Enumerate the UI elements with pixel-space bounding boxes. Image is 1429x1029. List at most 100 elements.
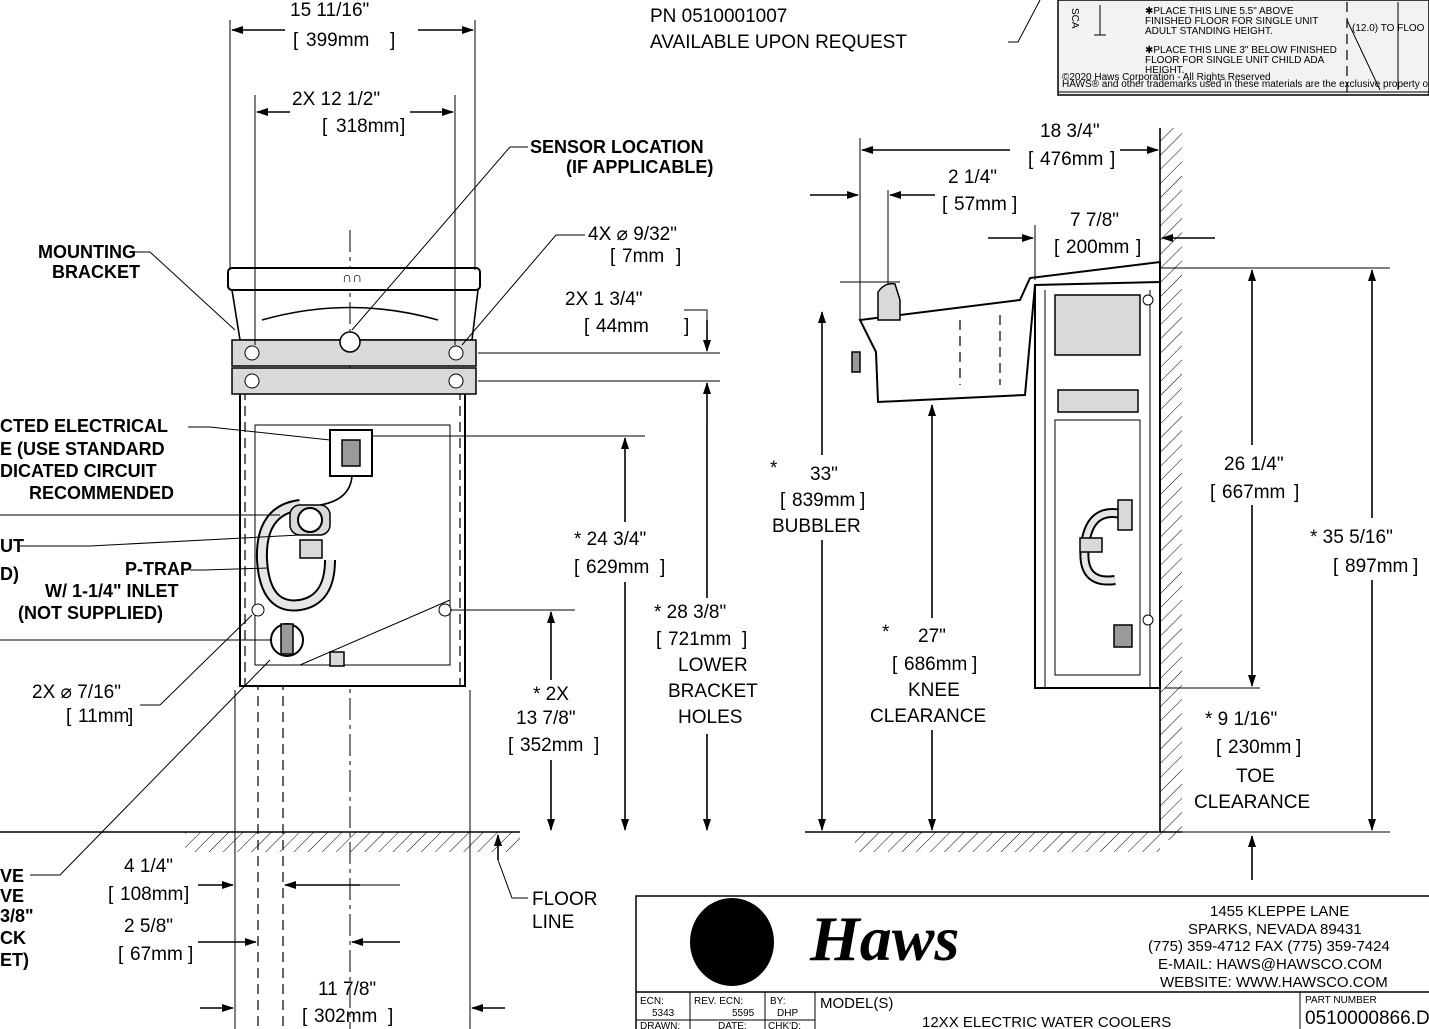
ecn-label: ECN: bbox=[640, 996, 664, 1007]
side-projection-mm: 476mm bbox=[1040, 149, 1103, 170]
front-lower-hole-dia: 2X ⌀ 7/16" bbox=[32, 682, 121, 703]
electrical-callout-4: RECOMMENDED bbox=[29, 483, 174, 503]
svg-text:[: [ bbox=[574, 557, 580, 578]
svg-text:[: [ bbox=[1210, 482, 1216, 503]
front-lower-bracket bbox=[231, 367, 477, 395]
svg-text:[: [ bbox=[656, 629, 662, 650]
floor-line-callout-2: LINE bbox=[532, 912, 574, 933]
front-lower-width: 11 7/8" bbox=[318, 979, 376, 1000]
svg-text:]: ] bbox=[660, 557, 665, 578]
front-lower-bracket: * 28 3/8" bbox=[654, 602, 726, 623]
side-bubbler-offset: 2 1/4" bbox=[948, 167, 997, 188]
svg-text:✱PLACE THIS LINE 3" BELOW FINI: ✱PLACE THIS LINE 3" BELOW FINISHED bbox=[1145, 45, 1337, 56]
svg-text:HEIGHT.: HEIGHT. bbox=[1145, 65, 1184, 76]
svg-text:[: [ bbox=[293, 30, 299, 51]
svg-text:ADULT STANDING HEIGHT.: ADULT STANDING HEIGHT. bbox=[1145, 26, 1273, 37]
template-side-label: SCA bbox=[1069, 8, 1080, 29]
svg-text:]: ] bbox=[184, 884, 189, 905]
side-knee-caption-2: CLEARANCE bbox=[870, 706, 986, 727]
side-toe-caption-1: TOE bbox=[1236, 766, 1275, 787]
front-lower-bracket-mm: 721mm bbox=[668, 629, 731, 650]
side-cabinet-depth-mm: 200mm bbox=[1066, 237, 1129, 258]
outlet-callout-2: D) bbox=[0, 564, 19, 584]
side-toe-caption-2: CLEARANCE bbox=[1194, 792, 1310, 813]
mounting-bracket-callout-2: BRACKET bbox=[52, 262, 140, 282]
ptrap-callout-1: P-TRAP bbox=[125, 559, 192, 579]
svg-text:[: [ bbox=[302, 1006, 308, 1027]
side-bubbler-height-mm: 839mm bbox=[792, 490, 855, 511]
front-mounting-hole: 4X ⌀ 9/32" bbox=[588, 224, 677, 245]
side-toe-clearance: * 9 1/16" bbox=[1205, 709, 1277, 730]
side-floor-hatch bbox=[855, 832, 1160, 852]
svg-text:[: [ bbox=[780, 490, 786, 511]
template-inset: SCA ✱PLACE THIS LINE 5.5" ABOVE FINISHED… bbox=[1057, 0, 1429, 96]
svg-text:[: [ bbox=[610, 246, 616, 267]
front-mounting-hole-mm: 7mm bbox=[622, 246, 664, 267]
rev-ecn-value: 5595 bbox=[732, 1008, 755, 1019]
front-supply-offset-mm: 108mm bbox=[120, 884, 183, 905]
chkd-label: CHK'D: bbox=[768, 1021, 801, 1029]
side-unit-height-mm: 667mm bbox=[1222, 482, 1285, 503]
svg-text:[: [ bbox=[584, 316, 590, 337]
svg-text:]: ] bbox=[128, 706, 133, 727]
ecn-value: 5343 bbox=[652, 1008, 675, 1019]
valve-callout-2: VE bbox=[0, 886, 24, 906]
front-lower-bracket-caption-3: HOLES bbox=[678, 707, 742, 728]
front-lower-holes-1: * 2X bbox=[533, 684, 569, 705]
front-lower-hole-dia-mm: 11mm bbox=[78, 706, 129, 727]
front-overall-width: 15 11/16" bbox=[290, 0, 369, 21]
side-knee-caption-1: KNEE bbox=[908, 680, 960, 701]
mounting-bracket-callout-1: MOUNTING bbox=[38, 242, 136, 262]
side-knee-clearance-mm: 686mm bbox=[904, 654, 967, 675]
svg-text:]: ] bbox=[1413, 556, 1418, 577]
rev-ecn-label: REV. ECN: bbox=[694, 996, 743, 1007]
side-bubbler bbox=[877, 282, 901, 321]
front-bracket-height-mm: 44mm bbox=[596, 316, 649, 337]
svg-text:HAWS® and other trademarks use: HAWS® and other trademarks used in these… bbox=[1062, 79, 1429, 90]
part-number-label: PART NUMBER bbox=[1305, 995, 1377, 1006]
front-electrical-height: * 24 3/4" bbox=[574, 529, 646, 550]
electrical-callout-1: CTED ELECTRICAL bbox=[0, 416, 168, 436]
front-electrical-height-mm: 629mm bbox=[586, 557, 649, 578]
front-cabinet-panel bbox=[254, 424, 451, 666]
outlet-callout-1: UT bbox=[0, 536, 24, 556]
template-part-number: PN 0510001007 bbox=[650, 6, 787, 27]
by-value: DHP bbox=[777, 1008, 798, 1019]
svg-text:]: ] bbox=[676, 246, 681, 267]
side-knee-clearance: 27" bbox=[918, 626, 946, 647]
svg-text:[: [ bbox=[108, 884, 114, 905]
svg-text:[: [ bbox=[1028, 149, 1034, 170]
phone: (775) 359-4712 FAX (775) 359-7424 bbox=[1148, 938, 1390, 955]
side-bubbler-offset-mm: 57mm bbox=[954, 194, 1007, 215]
floor-line-callout-1: FLOOR bbox=[532, 889, 597, 910]
drawn-label: DRAWN: bbox=[640, 1021, 680, 1029]
front-lower-bracket-caption-2: BRACKET bbox=[668, 681, 758, 702]
svg-text:✱PLACE THIS LINE 5.5" ABOVE: ✱PLACE THIS LINE 5.5" ABOVE bbox=[1145, 6, 1294, 17]
side-overall-height-mm: 897mm bbox=[1345, 556, 1408, 577]
side-projection: 18 3/4" bbox=[1040, 121, 1100, 142]
svg-text:]: ] bbox=[1136, 237, 1141, 258]
front-lower-holes-mm: 352mm bbox=[520, 735, 583, 756]
electrical-callout-3: DICATED CIRCUIT bbox=[0, 461, 157, 481]
ptrap-callout-3: (NOT SUPPLIED) bbox=[18, 603, 163, 623]
front-bracket-height: 2X 1 3/4" bbox=[565, 289, 643, 310]
valve-callout-1: VE bbox=[0, 866, 24, 886]
svg-text:]: ] bbox=[860, 490, 865, 511]
side-cabinet-depth: 7 7/8" bbox=[1070, 210, 1119, 231]
svg-text:©2020 Haws Corporation - All R: ©2020 Haws Corporation - All Rights Rese… bbox=[1062, 72, 1271, 83]
front-waste-offset: 2 5/8" bbox=[124, 916, 173, 937]
front-logo-mark: ∩∩ bbox=[342, 269, 362, 285]
side-unit-height: 26 1/4" bbox=[1224, 454, 1284, 475]
electrical-callout-2: E (USE STANDARD bbox=[0, 439, 165, 459]
side-view bbox=[805, 128, 1260, 852]
side-overall-height: * 35 5/16" bbox=[1310, 527, 1393, 548]
svg-text:[: [ bbox=[1333, 556, 1339, 577]
address-2: SPARKS, NEVADA 89431 bbox=[1188, 921, 1362, 938]
front-electrical-box bbox=[329, 429, 373, 477]
svg-text:]: ] bbox=[1012, 194, 1017, 215]
front-supply-offset: 4 1/4" bbox=[124, 856, 173, 877]
side-bubbler-height-star: * bbox=[770, 458, 778, 479]
svg-text:]: ] bbox=[188, 944, 193, 965]
valve-callout-3: 3/8" bbox=[0, 906, 34, 926]
svg-text:FINISHED FLOOR FOR SINGLE UNIT: FINISHED FLOOR FOR SINGLE UNIT bbox=[1145, 16, 1318, 27]
